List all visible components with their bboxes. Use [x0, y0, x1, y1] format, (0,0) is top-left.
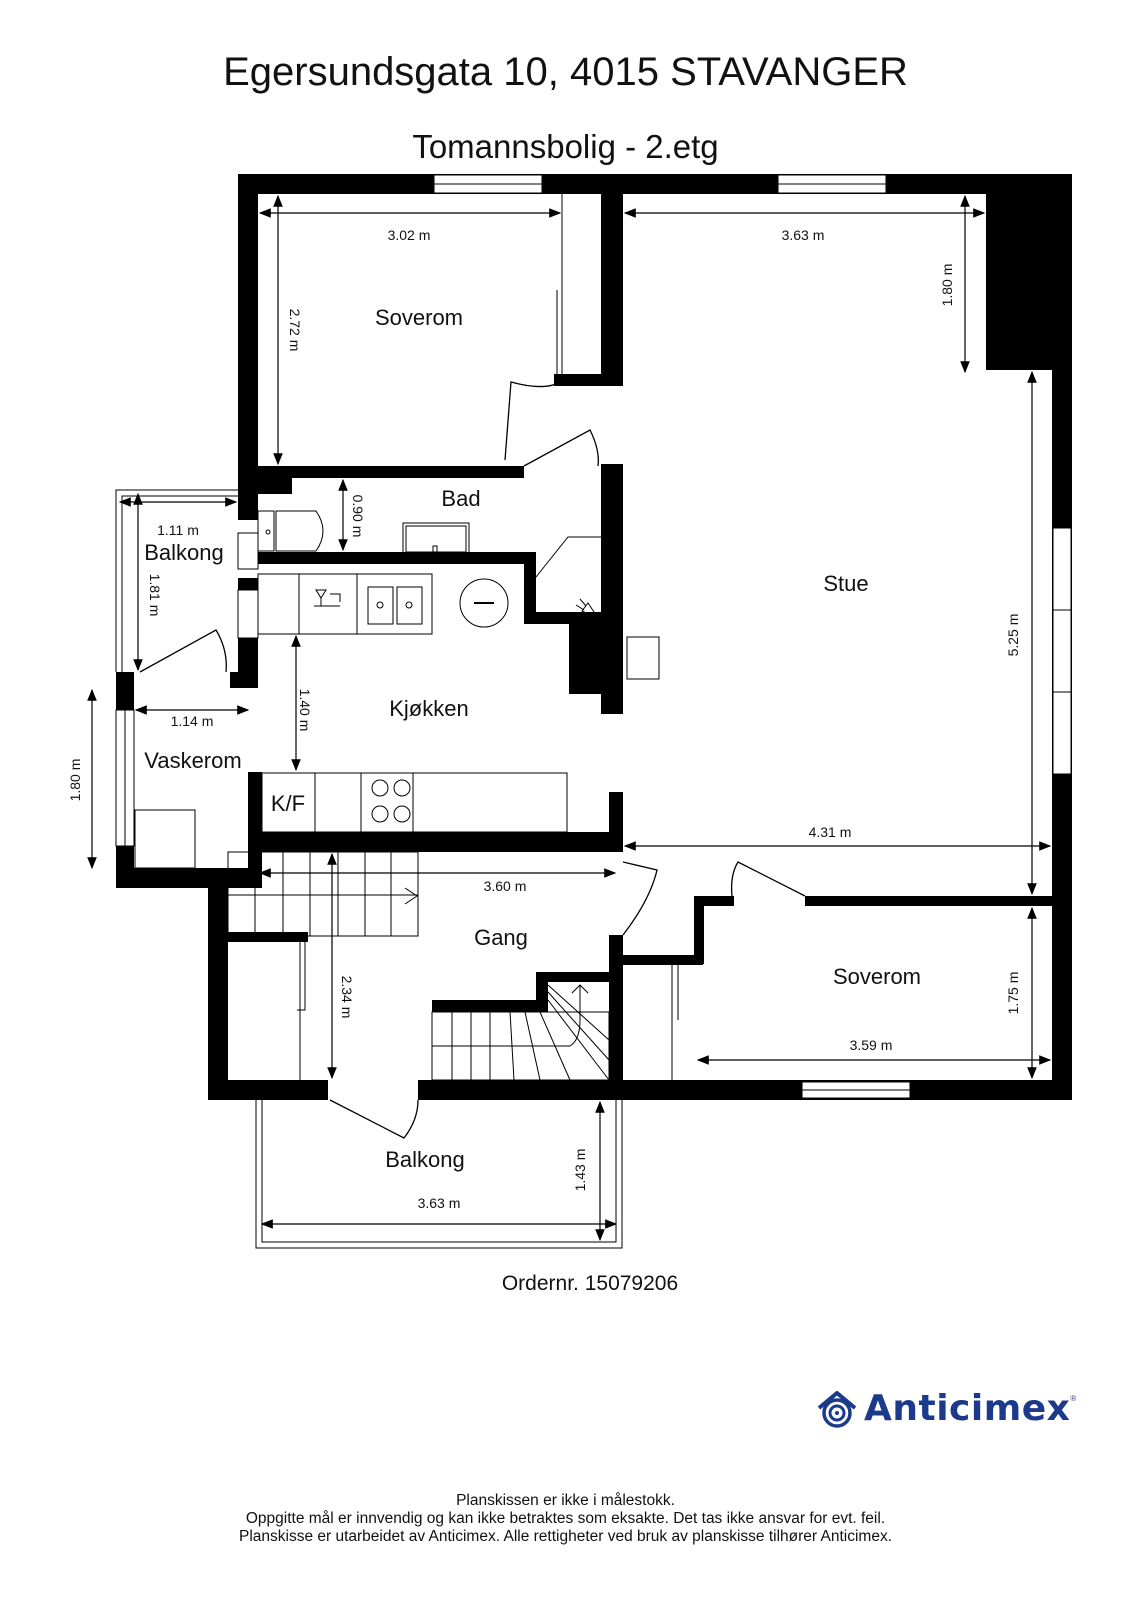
- anticimex-logo: Anticimex ®: [816, 1388, 1076, 1429]
- dim-stue-height: 5.25 m: [1005, 614, 1021, 657]
- sink-icon: [402, 522, 470, 564]
- dim-stue-top-height: 1.80 m: [939, 264, 955, 307]
- room-label-balkong-large: Balkong: [385, 1147, 465, 1172]
- dim-balkong-small-height: 1.81 m: [147, 574, 163, 617]
- anticimex-house-icon: [817, 1390, 857, 1428]
- order-number: Ordernr. 15079206: [501, 1272, 679, 1295]
- room-label-vaskerom: Vaskerom: [144, 748, 241, 773]
- dim-bad-height: 0.90 m: [350, 495, 366, 538]
- dim-soverom-2-width: 3.59 m: [850, 1037, 893, 1053]
- water-heater-icon: [459, 578, 509, 628]
- address-title: Egersundsgata 10, 4015 STAVANGER: [223, 50, 908, 94]
- dim-vaskerom-width: 1.14 m: [171, 713, 214, 729]
- brand-name: Anticimex: [864, 1388, 1071, 1429]
- room-label-gang: Gang: [474, 925, 528, 950]
- fixtures: [115, 194, 679, 1249]
- room-label-kf: K/F: [271, 791, 305, 816]
- dim-gang-height: 2.34 m: [339, 976, 355, 1019]
- doors: [139, 381, 806, 1139]
- room-label-kjokken: Kjøkken: [389, 696, 468, 721]
- dim-stue-bottom-width: 4.31 m: [809, 824, 852, 840]
- dim-stue-top-width: 3.63 m: [782, 227, 825, 243]
- kitchen-sink-icon: [367, 586, 394, 625]
- disclaimer-line: Oppgitte mål er innvendig og kan ikke be…: [245, 1510, 886, 1527]
- dim-balkong-small-width: 1.11 m: [157, 522, 199, 538]
- room-label-soverom-2: Soverom: [833, 964, 921, 989]
- disclaimer-line: Planskissen er ikke i målestokk.: [456, 1492, 675, 1509]
- disclaimer: Planskissen er ikke i målestokk. Oppgitt…: [0, 1492, 1131, 1546]
- dim-soverom-2-height: 1.75 m: [1005, 972, 1021, 1015]
- dimension-lines: [87, 194, 1052, 1242]
- disclaimer-line: Planskisse er utarbeidet av Anticimex. A…: [238, 1528, 892, 1545]
- registered-mark: ®: [1070, 1394, 1077, 1403]
- dim-vaskerom-height: 1.80 m: [67, 759, 83, 802]
- dim-balkong-large-width: 3.63 m: [418, 1195, 461, 1211]
- floor-title: Tomannsbolig - 2.etg: [412, 128, 719, 165]
- dim-soverom-1-width: 3.02 m: [388, 227, 431, 243]
- toilet-icon: [257, 510, 275, 552]
- dim-gang-width: 3.60 m: [484, 878, 527, 894]
- room-label-soverom-1: Soverom: [375, 305, 463, 330]
- room-label-balkong-small: Balkong: [144, 540, 224, 565]
- room-label-stue: Stue: [823, 571, 868, 596]
- dim-kjokken-height: 1.40 m: [297, 689, 313, 732]
- dim-balkong-large-height: 1.43 m: [572, 1149, 588, 1192]
- stair-icon: [227, 851, 419, 937]
- walls: [115, 174, 1072, 1100]
- room-label-bad: Bad: [441, 486, 480, 511]
- stove-icon: [371, 779, 389, 797]
- dim-soverom-1-height: 2.72 m: [287, 309, 303, 352]
- washer-icon: [134, 809, 196, 869]
